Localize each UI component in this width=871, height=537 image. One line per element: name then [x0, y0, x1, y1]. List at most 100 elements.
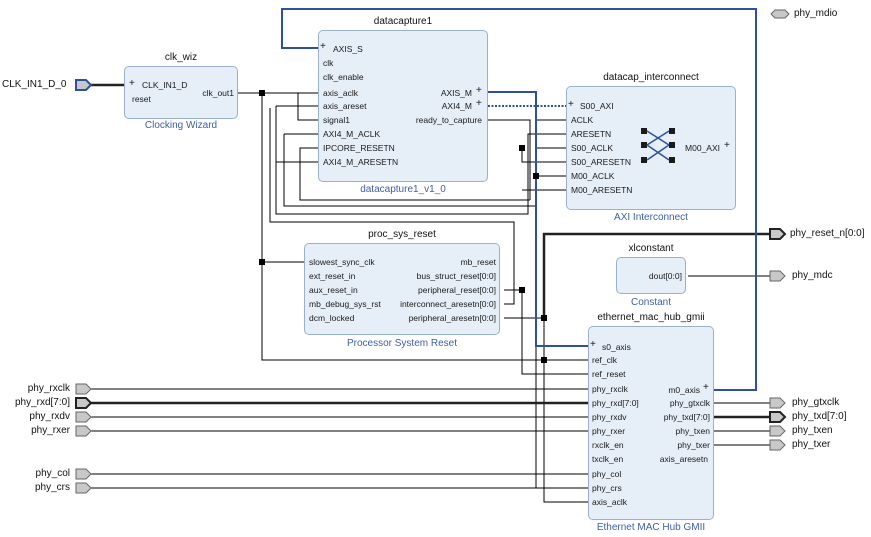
pin-axis-m: AXIS_M — [440, 88, 472, 98]
pin-axi4-m-aclk: AXI4_M_ACLK — [323, 129, 381, 139]
plus-icon: + — [568, 99, 574, 110]
wire-reset-s00 — [521, 148, 566, 191]
port-rxdv-shape[interactable] — [75, 411, 92, 423]
pin-mac-phy-txd: phy_txd[7:0] — [663, 412, 710, 422]
port-mdc-label: phy_mdc — [792, 270, 833, 281]
pin-slowest-sync-clk: slowest_sync_clk — [309, 257, 375, 267]
clk-wiz-title: clk_wiz — [164, 52, 198, 63]
proc-sys-reset-block[interactable] — [304, 243, 500, 335]
port-clk-in-label: CLK_IN1_D_0 — [2, 79, 67, 90]
crossbar-icon — [641, 128, 675, 163]
port-col-shape[interactable] — [75, 468, 92, 480]
junctions — [259, 90, 547, 363]
junction-dot — [541, 315, 547, 321]
clk-wiz-subtitle: Clocking Wizard — [144, 120, 218, 131]
pin-ref-clk: ref_clk — [592, 355, 618, 365]
port-rxer-label: phy_rxer — [31, 425, 70, 436]
proc-sys-reset-title: proc_sys_reset — [368, 229, 436, 240]
pin-clk-in1-d: CLK_IN1_D — [142, 80, 188, 90]
port-rxer-shape[interactable] — [75, 425, 92, 437]
wire-clk-bus-vertical — [261, 93, 588, 361]
wire-periph-reset — [504, 289, 588, 375]
pin-m00-aclk: M00_ACLK — [571, 171, 615, 181]
port-txer-shape[interactable] — [769, 439, 786, 451]
port-rxd-shape[interactable] — [75, 397, 93, 409]
plus-icon: + — [476, 98, 482, 109]
port-reset-n-label: phy_reset_n[0:0] — [790, 228, 865, 239]
junction-dot — [259, 90, 265, 96]
pin-axi4-m-aresetn: AXI4_M_ARESETN — [323, 157, 399, 167]
pin-peripheral-aresetn: peripheral_aresetn[0:0] — [408, 313, 496, 323]
port-rxclk-shape[interactable] — [75, 383, 92, 395]
bus-reset-n — [542, 232, 770, 318]
datacapture1-block[interactable] — [318, 30, 488, 182]
external-port-shapes — [75, 9, 790, 494]
pin-s00-axi: S00_AXI — [580, 101, 614, 111]
plus-icon: + — [476, 85, 482, 96]
wire-clk-to-aclk — [297, 93, 318, 121]
port-gtxclk-shape[interactable] — [769, 397, 786, 409]
bus-wires — [90, 83, 770, 419]
port-mdio-shape[interactable] — [770, 9, 790, 19]
pin-aux-reset-in: aux_reset_in — [309, 285, 358, 295]
ethernet-mac-block[interactable] — [588, 326, 714, 520]
pin-m00-axi: M00_AXI — [685, 143, 720, 153]
pin-clk-enable: clk_enable — [323, 72, 364, 82]
port-txd-label: phy_txd[7:0] — [792, 411, 847, 422]
wire-periph-aresetn — [504, 317, 588, 503]
pin-signal1: signal1 — [323, 115, 350, 125]
port-mdc-shape[interactable] — [769, 270, 786, 282]
clk-wiz-block[interactable] — [124, 66, 238, 119]
pin-clk: clk — [323, 58, 334, 68]
pin-mac-phy-gtxclk: phy_gtxclk — [669, 398, 710, 408]
axi-axis-m-to-mac — [488, 91, 588, 347]
pin-mac-phy-rxclk: phy_rxclk — [592, 384, 628, 394]
ethernet-mac-subtitle: Ethernet MAC Hub GMII — [596, 522, 706, 533]
pin-ipcore-resetn: IPCORE_RESETN — [323, 143, 395, 153]
port-crs-shape[interactable] — [75, 482, 92, 494]
xlconstant-block[interactable] — [616, 257, 686, 294]
pin-interconnect-aresetn: interconnect_aresetn[0:0] — [400, 299, 496, 309]
pin-axi4-m: AXI4_M — [441, 101, 472, 111]
pin-mac-axis-aresetn: axis_aresetn — [659, 454, 708, 464]
xlconstant-subtitle: Constant — [630, 297, 672, 308]
port-txer-label: phy_txer — [792, 439, 831, 450]
port-gtxclk-label: phy_gtxclk — [792, 397, 840, 408]
pin-s0-axis: s0_axis — [602, 342, 631, 352]
wire-interconnect-aresetn — [269, 108, 515, 305]
pin-mac-phy-rxd: phy_rxd[7:0] — [592, 398, 639, 408]
datacapture1-subtitle: datacapture1_v1_0 — [360, 184, 446, 195]
axi-wires — [281, 8, 757, 391]
pin-dcm-locked: dcm_locked — [309, 313, 355, 323]
ethernet-mac-title: ethernet_mac_hub_gmii — [597, 312, 705, 323]
pin-mac-phy-col: phy_col — [592, 469, 622, 479]
pin-axis-areset: axis_areset — [323, 101, 367, 111]
wire-clk-aclk-m — [536, 147, 566, 177]
plus-icon: + — [320, 41, 326, 52]
pin-s00-aclk: S00_ACLK — [571, 143, 614, 153]
pin-rxclk-en: rxclk_en — [592, 440, 624, 450]
pin-ref-reset: ref_reset — [592, 369, 626, 379]
wire-ready — [299, 119, 531, 201]
plus-icon: + — [724, 140, 730, 151]
junction-dot — [259, 259, 265, 265]
port-rxd-label: phy_rxd[7:0] — [14, 397, 70, 408]
junction-dot — [519, 287, 525, 293]
wires — [90, 92, 770, 503]
pin-mac-phy-rxdv: phy_rxdv — [592, 412, 627, 422]
pin-mb-reset: mb_reset — [460, 257, 496, 267]
wire-reset-loop — [275, 105, 566, 215]
port-txen-shape[interactable] — [769, 425, 786, 437]
port-txd-shape[interactable] — [769, 411, 787, 423]
pin-clk-out1: clk_out1 — [202, 88, 234, 98]
plus-icon: + — [703, 382, 709, 393]
port-txen-label: phy_txen — [792, 425, 833, 436]
junction-dot — [541, 357, 547, 363]
pin-dout: dout[0:0] — [648, 271, 682, 281]
pin-peripheral-reset: peripheral_reset[0:0] — [418, 285, 496, 295]
port-clk-in-shape[interactable] — [75, 79, 93, 91]
port-rxdv-label: phy_rxdv — [29, 411, 70, 422]
pin-mac-phy-rxer: phy_rxer — [592, 426, 626, 436]
port-reset-n-shape[interactable] — [769, 228, 787, 240]
interconnect-subtitle: AXI Interconnect — [614, 212, 688, 223]
